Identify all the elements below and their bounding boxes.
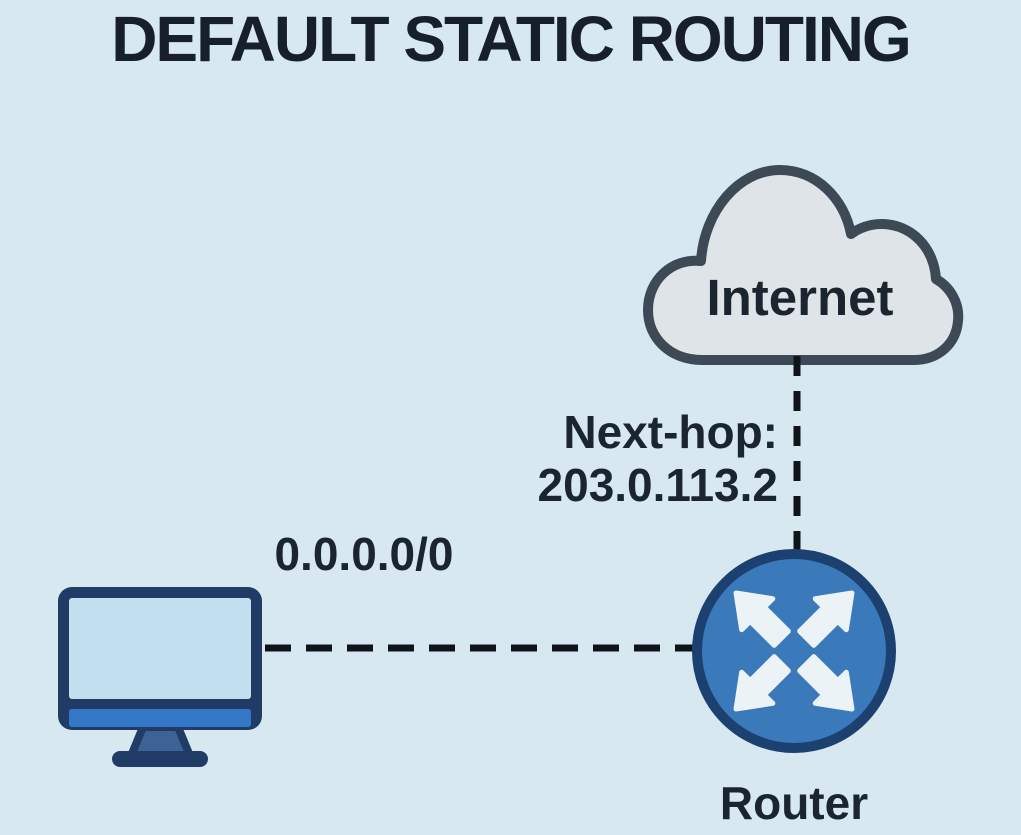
internet-cloud-icon <box>643 165 964 365</box>
default-route-label: 0.0.0.0/0 <box>274 528 454 580</box>
next-hop-label-line1: Next-hop: <box>563 406 778 458</box>
router-icon <box>692 549 896 753</box>
computer-icon <box>58 587 262 767</box>
router-arrow-nw <box>733 590 791 648</box>
next-hop-label-line2: 203.0.113.2 <box>537 458 778 511</box>
internet-node-label: Internet <box>706 269 894 326</box>
computer-bottom-bar <box>69 709 251 727</box>
router-arrow-se <box>797 654 855 712</box>
computer-screen <box>69 598 251 699</box>
router-arrow-ne <box>797 590 855 648</box>
page-title: DEFAULT STATIC ROUTING <box>111 3 912 75</box>
computer-base <box>112 751 208 767</box>
router-node-label: Router <box>719 777 869 829</box>
next-hop-label: Next-hop: 203.0.113.2 <box>538 406 778 512</box>
router-arrow-sw <box>733 654 791 712</box>
